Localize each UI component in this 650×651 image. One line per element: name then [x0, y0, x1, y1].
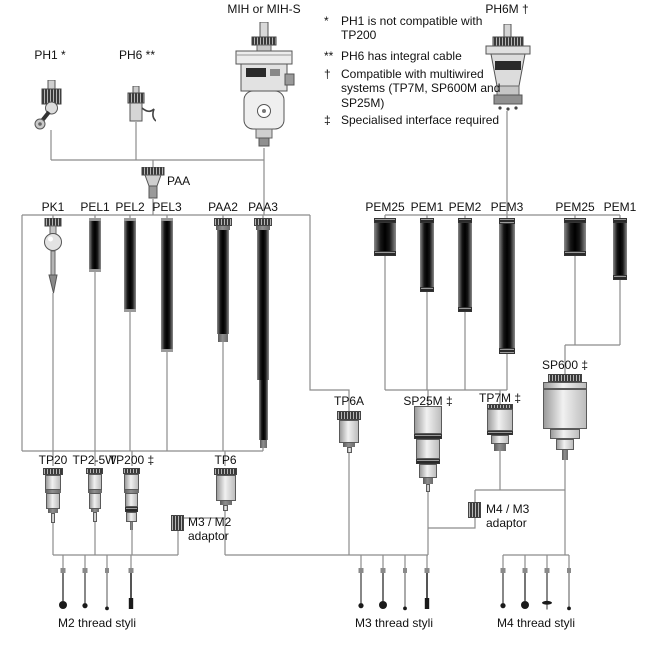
stylus-icon: [377, 568, 389, 612]
stylus-icon: [125, 568, 137, 612]
footnote-text: PH6 has integral cable: [341, 49, 462, 63]
pem1b-extension-device: [613, 218, 627, 280]
stylus-icon: [497, 568, 509, 612]
extension-label-pem2: PEM2: [448, 200, 482, 214]
connector-left-verticals: [22, 272, 264, 466]
m2-styli-group-label: M2 thread styli: [57, 616, 137, 630]
sp25m-probe-device: [414, 406, 442, 492]
pel3-extension-device: [161, 218, 173, 352]
tp7m-probe-label: TP7M ‡: [478, 391, 521, 405]
ph1-head-label: PH1 *: [34, 48, 66, 62]
paa-icon: [141, 167, 165, 199]
extension-label-paa2: PAA2: [208, 200, 238, 214]
connector-left-bus: [21, 214, 350, 451]
mih-head-label: MIH or MIH-S: [227, 2, 301, 16]
stylus-icon: [101, 568, 113, 612]
pem25-extension-device: [374, 218, 396, 256]
footnote-text: PH1 is not compatible with TP200: [341, 14, 483, 43]
tp200-probe-device: [123, 468, 140, 530]
stylus-icon: [541, 568, 553, 612]
m4-m3-adaptor-icon: [468, 502, 481, 518]
footnote-symbol: †: [324, 67, 331, 81]
pk1-icon: [44, 218, 62, 294]
connector-m3-cluster: [225, 453, 429, 568]
connector-right-bus: [384, 111, 621, 218]
tp20-probe-label: TP20: [38, 453, 68, 467]
tp6-probe-label: TP6: [214, 453, 237, 467]
footnote-symbol: **: [324, 49, 334, 63]
tp2-5w-probe-label: TP2-5W: [72, 453, 117, 467]
m3-m2-adaptor-label: M3 / M2 adaptor: [188, 515, 232, 543]
connector-m2-cluster: [52, 511, 226, 568]
extension-label-pel2: PEL2: [115, 200, 145, 214]
tp6a-probe-label: TP6A: [333, 394, 364, 408]
tp7m-probe-device: [487, 404, 513, 451]
connector-m4-cluster: [428, 451, 570, 568]
footnote-text: Specialised interface required: [341, 113, 500, 127]
sp25m-probe-label: SP25M ‡: [403, 394, 453, 408]
stylus-icon: [79, 568, 91, 612]
tp6-probe-device: [214, 468, 237, 511]
stylus-icon: [355, 568, 367, 612]
mih-icon: [235, 22, 295, 147]
ph6-icon: [127, 86, 156, 122]
pk1-extension-device: [40, 218, 66, 294]
extension-label-pem1b: PEM1: [603, 200, 637, 214]
extension-label-pem25b: PEM25: [555, 200, 595, 214]
ph6m-head-label: PH6M †: [485, 2, 529, 16]
paa-adaptor-device: [141, 167, 165, 199]
extension-label-pem25: PEM25: [365, 200, 405, 214]
legend-row-ph6: ** PH6 has integral cable: [324, 49, 501, 63]
extension-label-pem3: PEM3: [490, 200, 524, 214]
extension-label-pem1: PEM1: [410, 200, 444, 214]
connector-heads: [50, 122, 265, 215]
stylus-icon: [519, 568, 531, 612]
ph6-head-label: PH6 **: [118, 48, 156, 62]
paa-adaptor-label: PAA: [167, 174, 191, 188]
tp6a-probe-device: [337, 411, 361, 453]
pel1-extension-device: [89, 218, 101, 272]
pem25b-extension-device: [564, 218, 586, 256]
ph6m-icon: [485, 24, 531, 111]
tp200-probe-label: TP200 ‡: [108, 453, 155, 467]
extension-label-pel1: PEL1: [80, 200, 110, 214]
sp600-probe-label: SP600 ‡: [541, 358, 589, 372]
footnote-symbol: ‡: [324, 113, 331, 127]
pem2-extension-device: [458, 218, 472, 312]
footnote-text: Compatible with multiwired systems (TP7M…: [341, 67, 501, 110]
stylus-icon: [57, 568, 69, 612]
tp2-5w-probe-device: [86, 468, 103, 522]
legend-row-multiwired: † Compatible with multiwired systems (TP…: [324, 67, 501, 110]
pem3-extension-device: [499, 218, 515, 354]
mih-head-device: [233, 22, 295, 148]
ph1-icon: [34, 80, 62, 130]
legend-row-interface: ‡ Specialised interface required: [324, 113, 516, 127]
pem1-extension-device: [420, 218, 434, 292]
paa2-extension-device: [214, 218, 232, 342]
stylus-icon: [399, 568, 411, 612]
stylus-icon: [563, 568, 575, 612]
ph1-head-device: [32, 80, 72, 132]
pel2-extension-device: [124, 218, 136, 312]
connector-right-mid: [384, 256, 621, 406]
tp20-probe-device: [43, 468, 63, 523]
extension-label-pk1: PK1: [41, 200, 65, 214]
extension-label-paa3: PAA3: [248, 200, 278, 214]
legend-row-ph1: * PH1 is not compatible with TP200: [324, 14, 501, 43]
m3-m2-adaptor-icon: [171, 515, 184, 531]
m4-styli-group-label: M4 thread styli: [496, 616, 576, 630]
paa3-extension-device: [254, 218, 272, 448]
m4-m3-adaptor-label: M4 / M3 adaptor: [486, 502, 530, 530]
ph6m-head-device: [484, 24, 532, 114]
stylus-icon: [421, 568, 433, 612]
ph6-head-device: [122, 86, 156, 124]
extension-label-pel3: PEL3: [152, 200, 182, 214]
m3-styli-group-label: M3 thread styli: [354, 616, 434, 630]
sp600-probe-device: [543, 374, 587, 460]
footnote-symbol: *: [324, 14, 329, 28]
